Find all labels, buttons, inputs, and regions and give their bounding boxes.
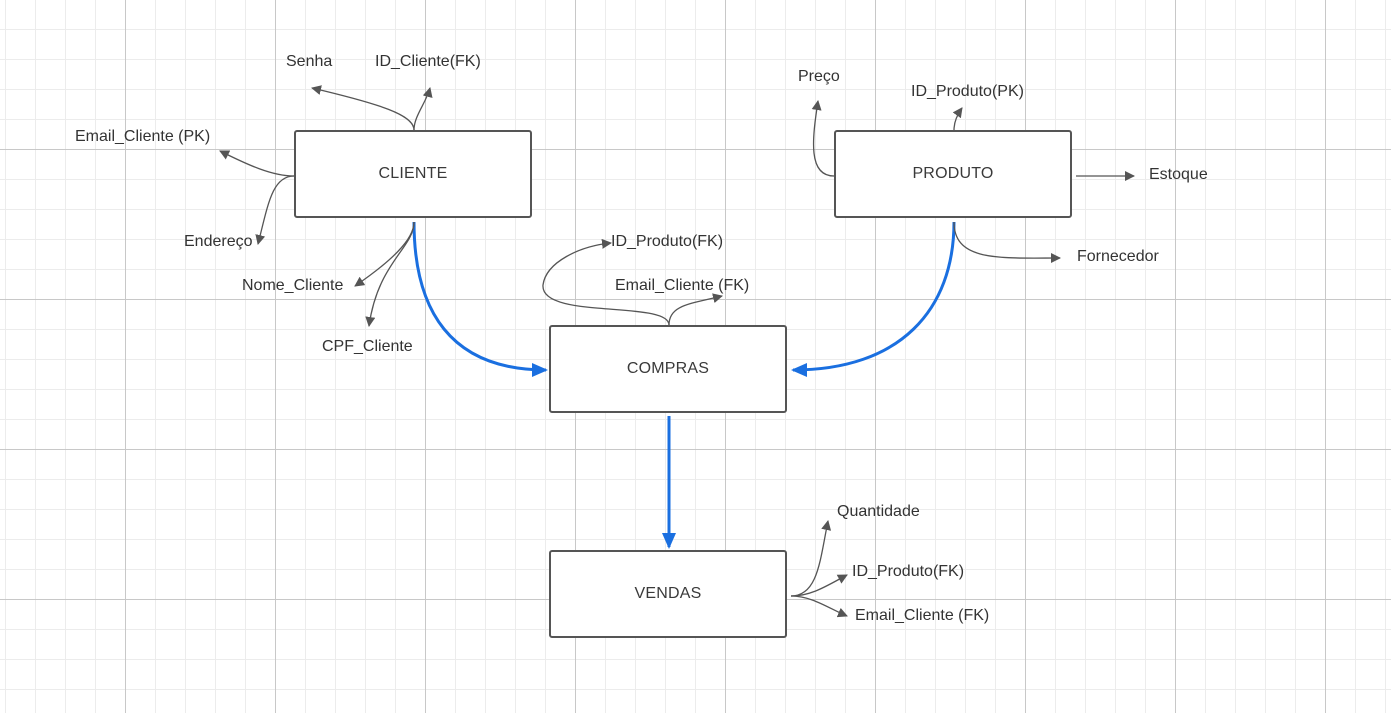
connector-produto-fornecedor[interactable] [953, 221, 1061, 264]
attr-produto-id-produto[interactable]: ID_Produto(PK) [911, 83, 1024, 100]
entity-vendas[interactable]: VENDAS [549, 550, 787, 638]
connector-cliente-cpf[interactable] [365, 221, 415, 327]
relationship-produto-compras[interactable] [791, 221, 956, 377]
connector-cliente-email[interactable] [219, 150, 295, 177]
connector-produto-id-produto[interactable] [952, 107, 963, 131]
attr-compras-email[interactable]: Email_Cliente (FK) [615, 277, 750, 294]
entity-produto[interactable]: PRODUTO [834, 130, 1072, 218]
connector-cliente-id-cliente[interactable] [413, 87, 433, 131]
connector-cliente-senha[interactable] [311, 85, 415, 131]
attr-cliente-senha[interactable]: Senha [286, 53, 333, 70]
entity-cliente-label: CLIENTE [378, 165, 448, 182]
attr-cliente-nome[interactable]: Nome_Cliente [242, 277, 344, 294]
connector-cliente-endereco[interactable] [255, 175, 295, 245]
attr-vendas-email[interactable]: Email_Cliente (FK) [855, 607, 990, 624]
relationship-cliente-compras[interactable] [412, 221, 548, 377]
attr-cliente-cpf[interactable]: CPF_Cliente [322, 338, 413, 355]
entity-produto-label: PRODUTO [912, 165, 994, 182]
entity-vendas-label: VENDAS [634, 585, 702, 602]
attr-cliente-email[interactable]: Email_Cliente (PK) [75, 128, 211, 145]
connector-produto-preco[interactable] [811, 100, 835, 177]
connector-vendas-quantidade[interactable] [790, 520, 832, 597]
entity-compras[interactable]: COMPRAS [549, 325, 787, 413]
connector-compras-email[interactable] [668, 293, 723, 326]
attr-vendas-id-produto[interactable]: ID_Produto(FK) [852, 563, 965, 580]
attr-compras-id-produto[interactable]: ID_Produto(FK) [611, 233, 724, 250]
connector-compras-id-produto[interactable] [542, 238, 670, 326]
connector-vendas-email[interactable] [790, 595, 848, 618]
entity-cliente[interactable]: CLIENTE [294, 130, 532, 218]
attr-produto-fornecedor[interactable]: Fornecedor [1077, 248, 1159, 265]
attr-cliente-id-cliente[interactable]: ID_Cliente(FK) [375, 53, 481, 70]
connector-vendas-id-produto[interactable] [790, 574, 848, 597]
attr-produto-estoque[interactable]: Estoque [1149, 166, 1208, 183]
attr-cliente-endereco[interactable]: Endereço [184, 233, 253, 250]
entity-compras-label: COMPRAS [626, 360, 710, 377]
attr-vendas-quantidade[interactable]: Quantidade [837, 503, 920, 520]
attr-produto-preco[interactable]: Preço [798, 68, 840, 85]
